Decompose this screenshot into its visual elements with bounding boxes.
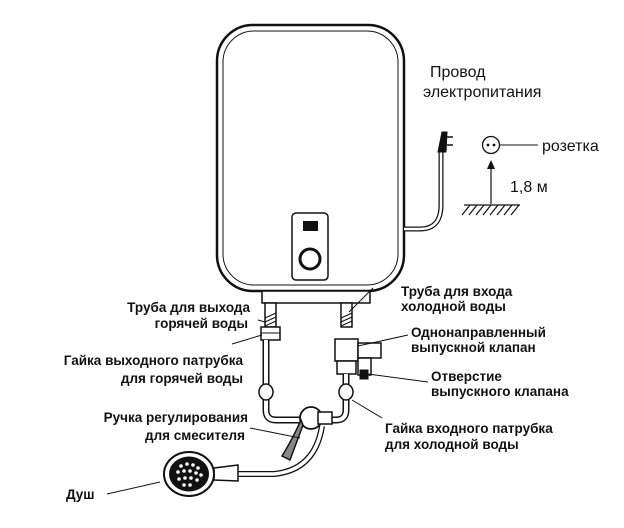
display-screen [303,221,318,231]
hot-water-pipe [258,302,304,424]
mixer-handle-label-line1: Ручка регулирования [104,410,248,425]
cold-inlet-nut [336,360,357,375]
cold-nut-label-line1: Гайка входного патрубка [385,421,553,436]
tank-front-panel [222,30,399,286]
shower-label: Душ [66,487,95,502]
hot-pipe-label-line1: Труба для выхода [127,300,250,315]
tank-bottom-bracket [261,290,371,304]
mixer [280,406,333,462]
floor-hatch [461,204,520,216]
mixer-handle-label-line2: для смесителя [145,428,245,443]
hot-pipe-label-line2: горячей воды [155,316,248,331]
cold-nut-label-line2: для холодной воды [385,437,519,452]
hot-nut-label-line1: Гайка выходного патрубка [64,353,244,368]
cold-pipe-label-line2: холодной воды [401,299,506,314]
shower-hose [214,425,325,477]
power-cord [404,131,453,232]
valve-hole-label-line2: выпускного клапана [431,384,569,399]
temperature-knob [298,247,322,271]
height-label: 1,8 м [510,179,548,196]
control-panel [291,212,329,281]
water-heater-tank [215,23,406,304]
power-cord-label-line2: электропитания [423,84,541,101]
cold-pipe-label-line1: Труба для входа [401,284,513,299]
power-cord-label-line1: Провод [430,64,486,81]
shower-head-icon [163,451,239,497]
hot-nut-label-line2: для горячей воды [121,371,243,386]
socket-label: розетка [542,138,599,155]
cold-water-pipe [318,302,382,424]
check-valve-body [334,338,359,362]
check-valve-label-line1: Однонаправленный [411,325,546,340]
socket-icon [481,135,501,155]
height-arrow [487,160,495,204]
valve-drain-hole [359,369,369,380]
mixer-handle [280,418,304,462]
plug-icon [437,131,453,153]
valve-hole-label-line1: Отверстие [431,369,502,384]
leader-lines [106,287,429,495]
check-valve-label-line2: выпускной клапан [411,340,536,355]
